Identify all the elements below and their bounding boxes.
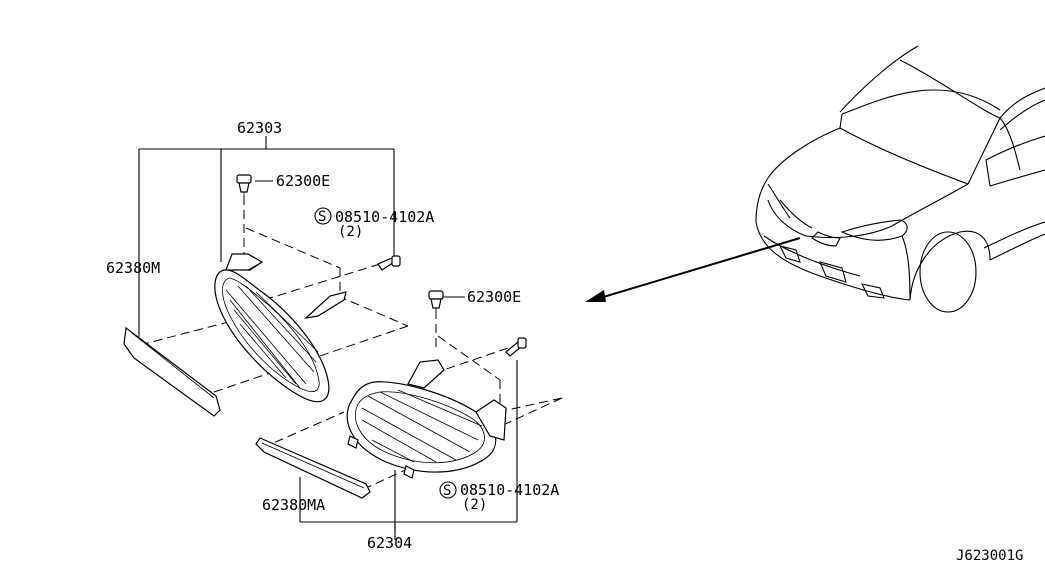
label-62380ma: 62380MA bbox=[262, 496, 325, 514]
molding-62380ma bbox=[255, 437, 371, 499]
bracket-62303 bbox=[138, 136, 395, 345]
label-62380m: 62380M bbox=[106, 259, 160, 277]
screw-symbol-upper: S bbox=[318, 209, 326, 225]
drawing-code: J623001G bbox=[956, 548, 1023, 564]
label-62303: 62303 bbox=[237, 119, 282, 137]
label-screw-lower: 08510-4102A bbox=[460, 481, 559, 499]
screw-symbol-lower: S bbox=[443, 483, 451, 499]
screw-symbol-icon: S bbox=[314, 207, 332, 225]
molding-62380m bbox=[123, 326, 221, 417]
arrow-icon bbox=[585, 237, 801, 302]
grille-62303 bbox=[214, 253, 347, 403]
label-62300e-lower: 62300E bbox=[467, 288, 521, 306]
label-62304: 62304 bbox=[367, 534, 412, 552]
clip-icon bbox=[428, 290, 444, 313]
screw-icon bbox=[505, 337, 527, 357]
grille-62304 bbox=[346, 359, 507, 479]
assembly-dashes-lower bbox=[261, 310, 563, 489]
bracket-62304 bbox=[299, 360, 518, 540]
label-screw-upper: 08510-4102A bbox=[335, 208, 434, 226]
label-screw-upper-qty: (2) bbox=[338, 224, 363, 240]
label-screw-lower-qty: (2) bbox=[462, 497, 487, 513]
car-illustration bbox=[755, 45, 1045, 313]
screw-icon bbox=[377, 255, 401, 271]
label-62300e-upper: 62300E bbox=[276, 172, 330, 190]
screw-symbol-icon: S bbox=[439, 481, 457, 499]
clip-icon bbox=[236, 174, 252, 198]
